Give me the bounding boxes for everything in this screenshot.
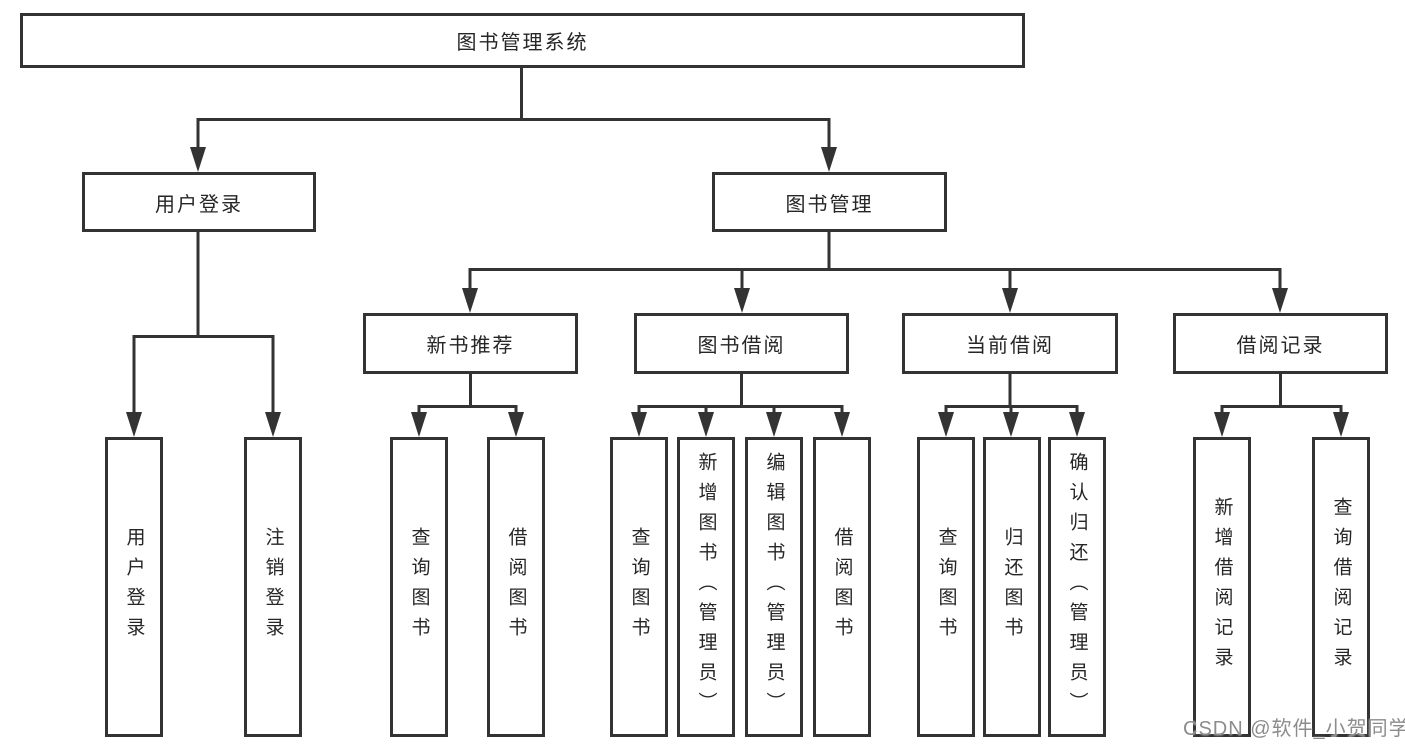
node-label: 查询图书 bbox=[628, 527, 650, 647]
leaf-return-book: 归还图书 bbox=[983, 437, 1041, 737]
leaf-query-book-3: 查询图书 bbox=[917, 437, 975, 737]
leaf-query-book-1: 查询图书 bbox=[390, 437, 448, 737]
node-label: 用户登录 bbox=[123, 527, 145, 647]
leaf-borrow-book-2: 借阅图书 bbox=[813, 437, 871, 737]
node-label: 编辑图书（管理员） bbox=[763, 452, 785, 722]
node-new-book-recommend: 新书推荐 bbox=[363, 313, 578, 374]
node-label: 查询图书 bbox=[408, 527, 430, 647]
arrow-down-icons bbox=[126, 147, 1349, 437]
node-label: 借阅图书 bbox=[505, 527, 527, 647]
node-user-login: 用户登录 bbox=[82, 172, 316, 232]
csdn-watermark: CSDN @软件_小贺同学 bbox=[1183, 718, 1405, 740]
node-book-management: 图书管理 bbox=[712, 172, 947, 232]
leaf-edit-book-admin: 编辑图书（管理员） bbox=[745, 437, 803, 737]
node-label: 确认归还（管理员） bbox=[1066, 452, 1088, 722]
leaf-user-login: 用户登录 bbox=[105, 437, 163, 737]
node-label: 查询借阅记录 bbox=[1330, 497, 1352, 677]
node-label: 新增借阅记录 bbox=[1211, 497, 1233, 677]
node-label: 注销登录 bbox=[262, 527, 284, 647]
node-borrow-record: 借阅记录 bbox=[1173, 313, 1388, 374]
leaf-add-book-admin: 新增图书（管理员） bbox=[677, 437, 735, 737]
leaf-add-borrow-record: 新增借阅记录 bbox=[1193, 437, 1251, 737]
node-label: 借阅图书 bbox=[831, 527, 853, 647]
node-root-system: 图书管理系统 bbox=[20, 13, 1025, 68]
leaf-query-book-2: 查询图书 bbox=[610, 437, 668, 737]
node-label: 查询图书 bbox=[935, 527, 957, 647]
leaf-borrow-book-1: 借阅图书 bbox=[487, 437, 545, 737]
node-book-borrow: 图书借阅 bbox=[634, 313, 849, 374]
node-label: 归还图书 bbox=[1001, 527, 1023, 647]
leaf-query-borrow-record: 查询借阅记录 bbox=[1312, 437, 1370, 737]
node-label: 新增图书（管理员） bbox=[695, 452, 717, 722]
leaf-confirm-return-admin: 确认归还（管理员） bbox=[1048, 437, 1106, 737]
node-current-borrow: 当前借阅 bbox=[902, 313, 1118, 374]
leaf-logout: 注销登录 bbox=[244, 437, 302, 737]
